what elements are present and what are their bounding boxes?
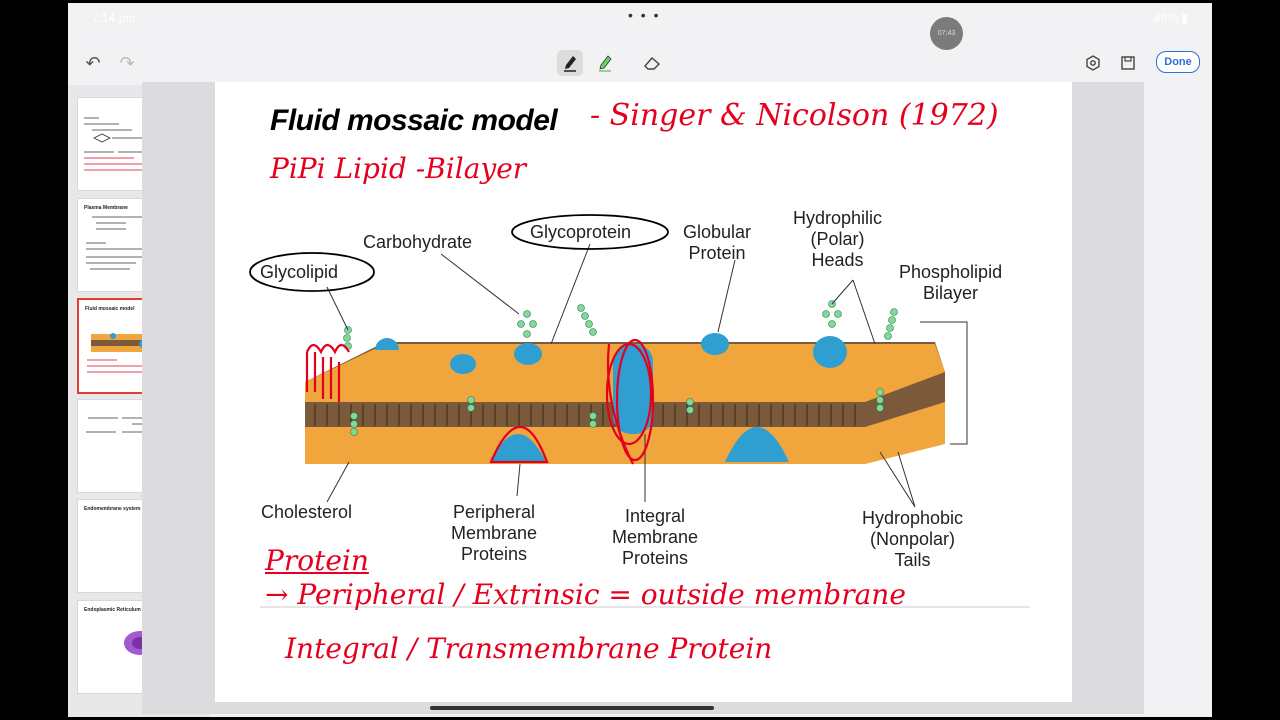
label-glycoprotein: Glycoprotein <box>530 222 632 242</box>
thumbnail-title: Fluid mossaic model <box>85 306 135 312</box>
thumbnail-title: Endomembrane system <box>84 506 141 512</box>
window-menu-dots[interactable]: • • • <box>628 7 661 23</box>
save-icon[interactable] <box>1115 50 1141 76</box>
handwritten-integral-note: Integral / Transmembrane Protein <box>285 632 773 665</box>
label-phospholipid-bilayer: Phospholipid Bilayer <box>899 262 1003 303</box>
done-button[interactable]: Done <box>1156 51 1200 73</box>
slide-page[interactable]: Fluid mossaic model - Singer & Nicolson … <box>215 82 1072 702</box>
slide-title: Fluid mossaic model <box>270 104 558 137</box>
status-time: 7:14 pm <box>92 11 136 25</box>
label-integral-proteins: Integral Membrane Proteins <box>612 506 699 568</box>
thumbnail-title: Endoplasmic Reticulum <box>84 607 141 613</box>
label-globular-protein: Globular Protein <box>683 222 752 263</box>
settings-icon[interactable] <box>1080 50 1106 76</box>
handwritten-authors: - Singer & Nicolson (1972) <box>590 98 999 133</box>
label-hydrophilic-heads: Hydrophilic (Polar) Heads <box>793 208 883 270</box>
eraser-tool-icon[interactable] <box>639 50 665 76</box>
highlighter-tool-icon[interactable] <box>592 50 618 76</box>
thumbnail-title: Plasma Membrane <box>84 205 128 211</box>
redo-icon[interactable]: ↷ <box>119 52 135 73</box>
home-indicator[interactable] <box>430 706 714 710</box>
recording-indicator[interactable]: 07:43 <box>930 17 963 50</box>
handwritten-peripheral-note: → Peripheral / Extrinsic = outside membr… <box>265 578 906 611</box>
label-carbohydrate: Carbohydrate <box>363 232 473 252</box>
thumbnail-scribble <box>86 216 172 270</box>
label-cholesterol: Cholesterol <box>261 502 353 522</box>
label-hydrophobic-tails: Hydrophobic (Nonpolar) Tails <box>862 508 964 570</box>
label-glycolipid: Glycolipid <box>260 262 339 282</box>
label-peripheral-proteins: Peripheral Membrane Proteins <box>451 502 538 564</box>
membrane-diagram <box>249 214 1030 608</box>
pen-tool-icon[interactable] <box>557 50 583 76</box>
undo-icon[interactable]: ↶ <box>85 52 101 73</box>
handwritten-lipid-bilayer: PiPi Lipid -Bilayer <box>270 152 527 185</box>
handwritten-protein-heading: Protein <box>265 544 369 577</box>
status-battery: 89% ▮ <box>1154 11 1188 25</box>
